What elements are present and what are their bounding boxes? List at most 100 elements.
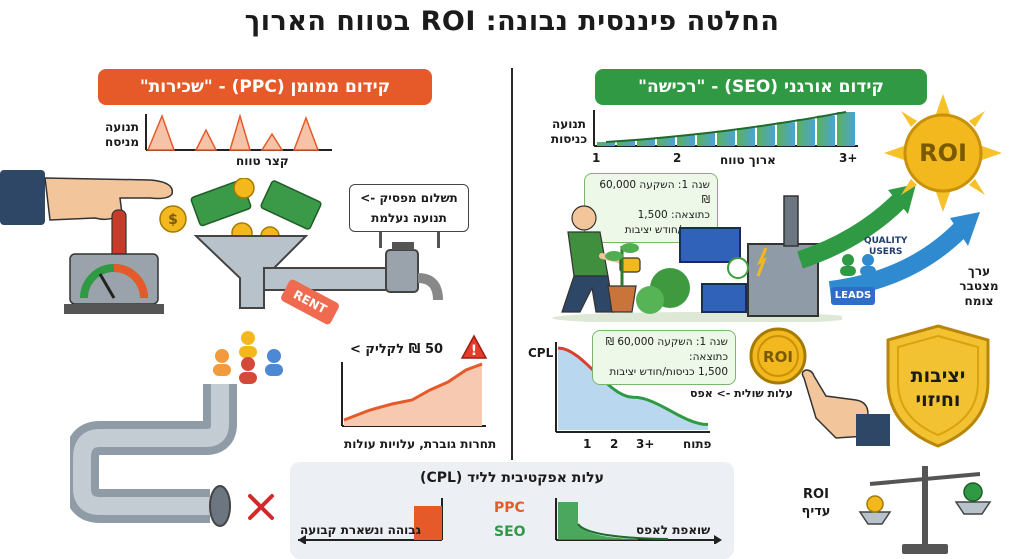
scale-beam (869, 472, 981, 486)
stop-sign-board: תשלום מפסיק -> תנועה נעלמת (349, 184, 473, 248)
growth-bar (697, 133, 715, 146)
growth-bar (637, 139, 655, 146)
ppc-cpl-mini-chart (298, 498, 443, 544)
pipe-opening (209, 485, 231, 527)
cpl-line-early (557, 346, 600, 377)
faucet-body (385, 249, 419, 293)
gardener-head (571, 205, 597, 231)
seo-cpl-text: שואפת לאפס (636, 523, 711, 537)
ppc-spark-xlabel: קצר טווח (236, 154, 289, 168)
callout-1-line-2: כתוצאה: 1,500 (637, 209, 710, 221)
lightning-bolt (756, 247, 768, 277)
scale-base (902, 544, 948, 554)
callout-2-line-3: 1,500 כניסות/חודש יציבות (609, 366, 728, 378)
cpl-panel-title: עלות אפקטיבית לליד (CPL) (420, 470, 604, 486)
scale-pan-right (954, 501, 992, 515)
investment-callout-2: שנה 1: השקעה 60,000 ₪ כתוצאה: 1,500 כניס… (592, 330, 736, 385)
ppc-cpl-text: גבוהה ונשארת קבועה (300, 523, 421, 537)
price-per-click-label: 50 ₪ לקליק > (350, 342, 444, 357)
banknote-2 (260, 180, 322, 230)
growth-tick-2: 2 (673, 151, 682, 165)
gardener-pants (561, 275, 615, 313)
value-line-2: מצטבר (959, 279, 999, 293)
recycle-badge (727, 257, 749, 279)
balance-scale-icon (858, 466, 992, 554)
faucet-valve (392, 242, 414, 250)
accumulated-value-label: ערך מצטבר צומח (956, 264, 1002, 309)
ppc-label: PPC (494, 500, 525, 516)
spike-3 (228, 113, 252, 151)
cpl-area (558, 348, 708, 430)
ppc-spark-ylabel: תנועה מניסח (100, 120, 144, 150)
growth-bar (717, 130, 735, 146)
growth-bar (777, 122, 795, 146)
shield-line-1: יציבות (910, 365, 966, 387)
pipe-highlight (73, 384, 229, 515)
warning-icon: ! (460, 334, 488, 359)
solar-panel-2 (701, 283, 747, 313)
cpl-tick-2: 2 (610, 437, 619, 451)
roi-sun-text: ROI (919, 139, 967, 167)
quality-users-line-1: QUALITY (864, 236, 908, 246)
cpl-comparison-panel (290, 462, 734, 559)
svg-text:!: ! (471, 343, 477, 359)
sign-post-left (379, 232, 382, 248)
funnel (193, 235, 309, 309)
gauge-needle (98, 273, 116, 299)
gauge-arc-red (113, 264, 148, 299)
big-pipe-illustration (70, 384, 237, 527)
growth-tick-1: 1 (592, 151, 601, 165)
roi-coin-text: ROI (763, 348, 793, 366)
quality-users-line-2: USERS (869, 247, 903, 257)
watering-can (619, 257, 641, 273)
leads-tag: LEADS (831, 287, 875, 305)
value-line-1: ערך (967, 264, 991, 278)
roi-preferred-label: ROI עדיף (796, 486, 836, 520)
scale-post (922, 466, 928, 546)
plant-leaf-1 (605, 251, 623, 261)
seo-garden-factory-illustration (552, 195, 842, 322)
growth-bars (597, 112, 855, 146)
cpl-xlabel: פתוח (683, 437, 712, 451)
spike-4 (260, 132, 284, 151)
shield-line-2: וחיזוי (915, 389, 961, 411)
coin-1 (233, 178, 255, 199)
cpl-line-late (596, 374, 709, 426)
green-arrow-head (888, 184, 916, 214)
callout-2-line-2: כתוצאה: (689, 351, 728, 363)
rising-area (344, 364, 482, 426)
rising-cost-chart (341, 362, 486, 427)
page-title: החלטה פיננסית נבונה: ROI בטווח הארוך (244, 6, 780, 37)
growth-bar (757, 125, 775, 146)
plant-pot (607, 285, 637, 313)
hand-shape (44, 177, 174, 221)
spike-1 (146, 113, 176, 151)
value-line-3: צומח (964, 294, 994, 308)
plant-leaf-2 (621, 243, 639, 253)
roi-preferred-line-1: ROI (803, 487, 829, 502)
quality-users-label: QUALITY USERS (864, 236, 907, 258)
cpl-tick-3: 3+ (636, 437, 655, 451)
ppc-mini-arrowhead (298, 535, 306, 544)
scale-pan-left (858, 511, 892, 525)
rising-line (343, 362, 483, 422)
seo-growth-ylabel-2: כניסות (550, 132, 588, 146)
roi-coin-icon: ROI (749, 327, 807, 385)
cost-to-zero-label: עלות שולית -> אפס (690, 387, 793, 400)
gauge-base (64, 304, 164, 314)
ppc-banner: קידום ממומן (PPC) - "שכירות" (98, 69, 432, 105)
seo-label: SEO (494, 524, 526, 540)
spike-2 (194, 128, 218, 151)
growth-bar (617, 140, 635, 146)
growth-bar (797, 119, 815, 146)
hand-lever-illustration (0, 170, 174, 314)
sign-line-1: תשלום מפסיק -> (360, 191, 458, 205)
seo-cpl-curve (577, 523, 669, 540)
scale-coin-right (963, 482, 983, 502)
bush-2 (636, 286, 664, 314)
sleeve (0, 170, 45, 225)
growth-bar (837, 112, 855, 146)
growth-bar (657, 137, 675, 146)
cpl-decline-chart (555, 342, 710, 433)
sign-post-right (437, 232, 440, 248)
